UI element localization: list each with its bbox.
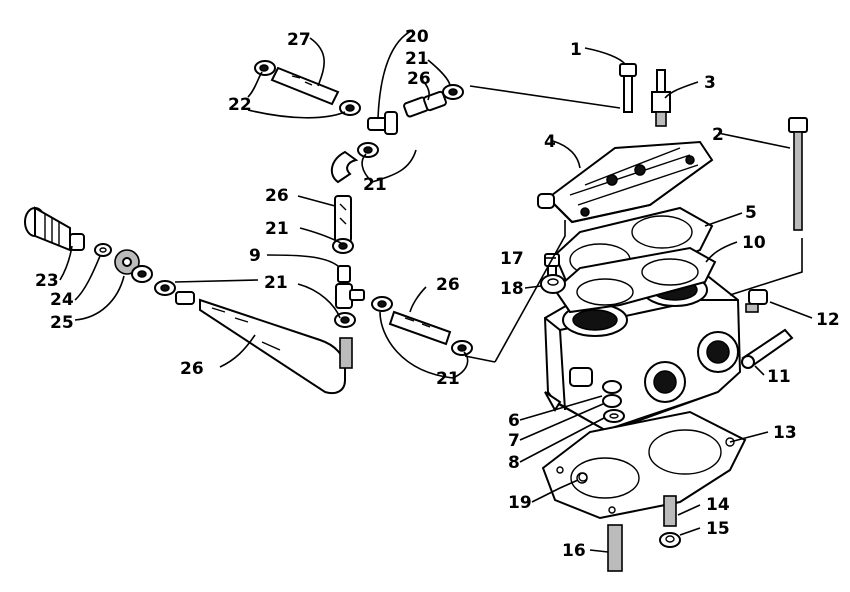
callout-13: 13 bbox=[773, 423, 797, 443]
clamp-21-left bbox=[154, 280, 195, 305]
fitting-9 bbox=[335, 265, 365, 309]
callout-12: 12 bbox=[816, 310, 840, 330]
grommet-19 bbox=[576, 472, 588, 484]
nut-17 bbox=[544, 253, 560, 277]
callout-2: 2 bbox=[712, 125, 724, 145]
callout-7: 7 bbox=[508, 431, 520, 451]
base-gasket bbox=[541, 410, 747, 520]
callout-26-left: 26 bbox=[265, 186, 289, 206]
gear-25 bbox=[114, 249, 153, 283]
callout-23: 23 bbox=[35, 271, 59, 291]
cylinder-head bbox=[537, 140, 714, 224]
callout-18: 18 bbox=[500, 279, 524, 299]
callout-17: 17 bbox=[500, 249, 524, 269]
callouts: 1 2 3 4 5 10 12 11 13 14 15 16 17 18 19 … bbox=[35, 27, 840, 561]
callout-25: 25 bbox=[50, 313, 74, 333]
nut-15 bbox=[659, 532, 681, 548]
callout-26-bottom: 26 bbox=[180, 359, 204, 379]
plug-12 bbox=[745, 289, 768, 313]
callout-20: 20 bbox=[405, 27, 429, 47]
leader-lines bbox=[59, 29, 813, 553]
callout-1: 1 bbox=[570, 40, 582, 60]
callout-21-lower-left: 21 bbox=[264, 273, 288, 293]
lower-hose-26 bbox=[199, 298, 353, 395]
callout-26-right: 26 bbox=[436, 275, 460, 295]
callout-9: 9 bbox=[249, 246, 261, 266]
callout-19: 19 bbox=[508, 493, 532, 513]
callout-4: 4 bbox=[544, 132, 556, 152]
callout-8: 8 bbox=[508, 453, 520, 473]
callout-22: 22 bbox=[228, 95, 252, 115]
cylinder-gasket bbox=[553, 246, 717, 314]
clamp-21-mid bbox=[332, 238, 354, 254]
callout-24: 24 bbox=[50, 290, 74, 310]
washer-24 bbox=[94, 243, 112, 257]
callout-27: 27 bbox=[287, 30, 311, 50]
callout-10: 10 bbox=[742, 233, 766, 253]
long-stud-bolt bbox=[788, 117, 808, 231]
callout-26-top: 26 bbox=[407, 69, 431, 89]
callout-15: 15 bbox=[706, 519, 730, 539]
washers-6-7-8 bbox=[602, 380, 625, 423]
spark-plug bbox=[651, 69, 671, 127]
right-hose-26 bbox=[371, 296, 473, 356]
upper-hose-27 bbox=[270, 66, 340, 106]
clamp-22 bbox=[254, 60, 361, 116]
callout-11: 11 bbox=[767, 367, 791, 387]
callout-21-left-mid: 21 bbox=[265, 219, 289, 239]
spacer-18 bbox=[540, 274, 566, 294]
thermostat-23 bbox=[24, 206, 85, 252]
temp-sensor-11 bbox=[741, 328, 794, 369]
callout-21-upper-mid: 21 bbox=[363, 175, 387, 195]
stud-16 bbox=[607, 524, 623, 572]
callout-5: 5 bbox=[745, 203, 757, 223]
callout-14: 14 bbox=[706, 495, 730, 515]
callout-21-top: 21 bbox=[405, 49, 429, 69]
callout-6: 6 bbox=[508, 411, 520, 431]
callout-3: 3 bbox=[704, 73, 716, 93]
top-right-hoses bbox=[357, 84, 464, 158]
callout-21-bottom: 21 bbox=[436, 369, 460, 389]
elbow-hose-26 bbox=[330, 150, 359, 243]
head-bolt bbox=[619, 63, 637, 113]
tee-fitting-20 bbox=[367, 111, 398, 135]
stud-14 bbox=[663, 495, 677, 527]
callout-16: 16 bbox=[562, 541, 586, 561]
